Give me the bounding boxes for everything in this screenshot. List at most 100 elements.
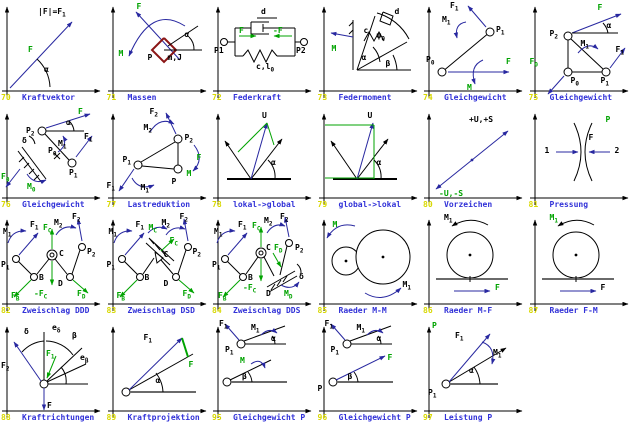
- cell-number: 77: [106, 199, 117, 209]
- cell-number: 78: [212, 199, 222, 209]
- diagram-label: |F|=F1: [38, 7, 66, 19]
- diagram-sketch-79: [318, 113, 417, 205]
- diagram-label: P1: [69, 167, 78, 180]
- diagram-label: F2: [72, 212, 81, 224]
- cell-caption: Zweischlag DDS: [233, 306, 301, 315]
- diagram-label: MC: [148, 223, 157, 235]
- diagram-label: M1: [442, 15, 451, 27]
- diagram-label: F: [597, 3, 603, 12]
- diagram-label: P1: [212, 260, 221, 272]
- cell-caption: lokal->global: [233, 199, 296, 209]
- diagram-label: M: [186, 168, 192, 178]
- diagram-label: P2: [184, 132, 193, 145]
- diagram-label: C: [59, 249, 64, 258]
- diagram-sketch-74: [424, 5, 523, 98]
- cell-number: 86: [423, 306, 433, 315]
- diagram-label: F2: [179, 212, 188, 224]
- diagram-label: α: [184, 30, 190, 39]
- diagram-label: P2: [26, 125, 35, 138]
- diagram-label: c: [363, 26, 369, 35]
- diagram-label: M1: [580, 39, 589, 51]
- cell-number: 84: [212, 306, 222, 315]
- diagram-sketch-82: [2, 218, 101, 311]
- diagram-label: M2: [143, 122, 152, 135]
- diagram-label: M1: [58, 138, 67, 151]
- diagram-label: F2: [280, 212, 289, 224]
- diagram-label: α: [606, 21, 612, 30]
- diagram-label: M1: [214, 227, 223, 239]
- diagram-label: M1: [493, 347, 502, 360]
- cell-caption: Kraftvektor: [22, 93, 75, 102]
- diagram-label: F: [136, 2, 142, 11]
- diagram-sketch-83: [107, 218, 206, 311]
- diagram-label: F1: [46, 348, 55, 361]
- diagram-label: 1: [544, 145, 550, 155]
- diagram-label: F1: [615, 45, 624, 57]
- diagram-label: eδ: [52, 322, 61, 335]
- cell-caption: Leistung P: [444, 412, 493, 422]
- diagram-label: F: [28, 45, 33, 54]
- diagram-label: P1: [1, 260, 10, 272]
- diagram-label: FB: [218, 291, 227, 303]
- diagram-label: F1: [30, 220, 39, 232]
- cell-caption: Vorzeichen: [444, 199, 493, 209]
- cell-caption: Gleichgewicht: [22, 199, 85, 209]
- diagram-label: α: [376, 333, 382, 343]
- diagram-label: F: [588, 132, 594, 142]
- diagram-label: δ: [24, 326, 29, 336]
- diagram-label: P2: [87, 247, 96, 259]
- diagram-label: F: [47, 400, 52, 410]
- cell-caption: Raeder F-M: [549, 306, 598, 315]
- diagram-sketch-78: [213, 113, 312, 205]
- diagram-label: P: [147, 53, 153, 62]
- cell-number: 97: [423, 412, 433, 422]
- diagram-label: F0: [1, 171, 10, 184]
- diagram-sketch-96: [318, 323, 417, 418]
- diagram-label: ψ0: [376, 31, 385, 43]
- diagram-label: α: [376, 157, 382, 167]
- cell-caption: Zweischlag DDD: [22, 306, 90, 315]
- diagram-label: U: [262, 110, 267, 120]
- diagram-label: α: [469, 365, 474, 375]
- diagram-label: P2: [296, 46, 306, 55]
- diagram-label: P: [432, 320, 437, 330]
- diagram-label: P1: [496, 25, 505, 37]
- diagram-label: α: [66, 117, 71, 127]
- diagram-label: F1: [84, 131, 93, 144]
- diagram-label: F: [387, 352, 393, 362]
- diagram-label: M0: [27, 181, 36, 194]
- diagram-label: β: [242, 371, 247, 381]
- cell-number: 85: [317, 306, 328, 315]
- diagram-label: FD: [182, 289, 191, 301]
- diagram-label: P1: [330, 344, 339, 357]
- diagram-label: FD: [274, 243, 283, 255]
- cell-caption: Gleichgewicht P: [338, 412, 411, 422]
- diagram-label: M2: [161, 218, 170, 230]
- cell-caption: global->lokal: [338, 199, 402, 209]
- cell-caption: Gleichgewicht P: [233, 412, 306, 422]
- diagram-label: F0: [529, 57, 538, 69]
